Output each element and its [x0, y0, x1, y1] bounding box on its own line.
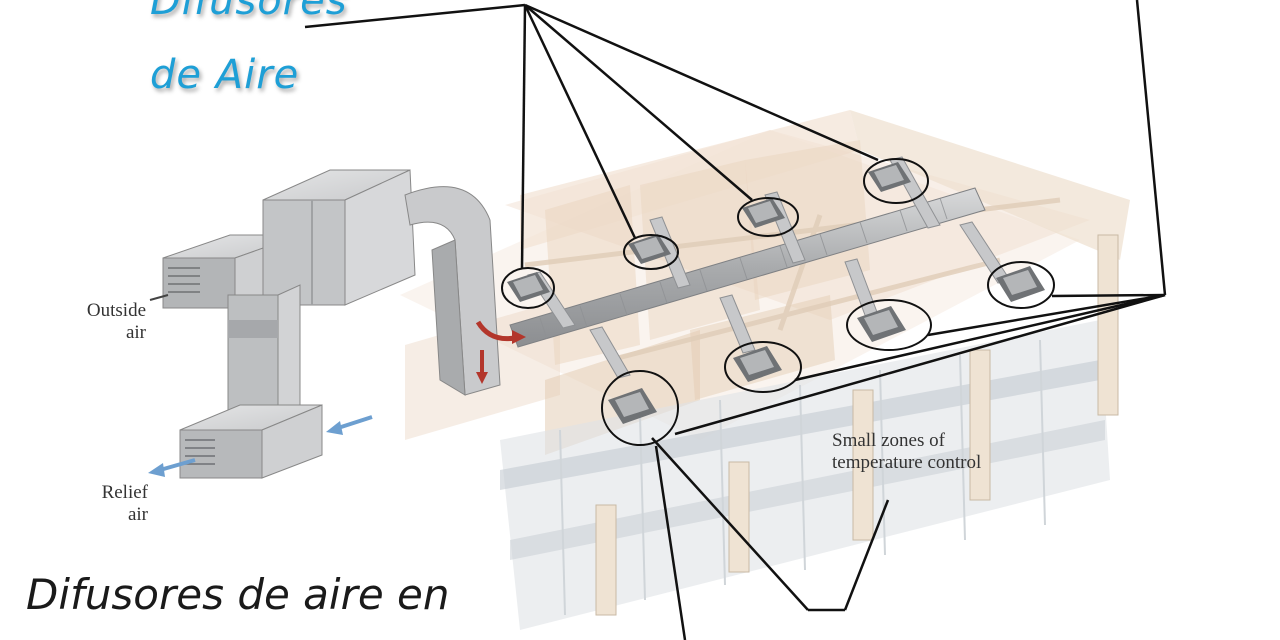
caption-text: Difusores de aire en: [26, 570, 450, 619]
down-arrow-icon: [476, 372, 488, 384]
title-line-1: Difusores: [150, 0, 348, 24]
air-handling-unit: [149, 169, 501, 479]
diffuser-6: [733, 346, 782, 382]
airflow-arrows: [148, 320, 526, 477]
diffuser-highlight-circles: [501, 158, 1055, 446]
relief-air-label: Relief air: [78, 482, 148, 526]
outside-air-label: Outside air: [56, 300, 146, 344]
relief-air-label-line-1: Relief: [101, 482, 148, 503]
diffuser-5: [608, 388, 657, 424]
supply-arrow-icon: [512, 330, 526, 344]
diffuser-8: [996, 266, 1045, 302]
title-line-2: de Aire: [150, 52, 300, 98]
diffuser-7: [857, 306, 906, 342]
diffuser-1: [507, 272, 550, 302]
diffuser-4: [868, 162, 911, 192]
zones-label-line-2: temperature control: [832, 452, 982, 473]
zones-label-line-1: Small zones of: [832, 430, 945, 451]
outside-air-label-line-1: Outside: [86, 300, 146, 321]
diffuser-3: [742, 198, 785, 228]
return-arrow-icon: [326, 421, 343, 435]
relief-air-label-line-2: air: [127, 504, 148, 525]
relief-arrow-icon: [148, 463, 165, 477]
zones-label: Small zones of temperature control: [832, 430, 1052, 474]
diffuser-2: [628, 234, 671, 264]
callout-lines: [304, 0, 1167, 640]
outside-air-label-line-2: air: [125, 322, 146, 343]
diffusers: [507, 162, 1045, 424]
